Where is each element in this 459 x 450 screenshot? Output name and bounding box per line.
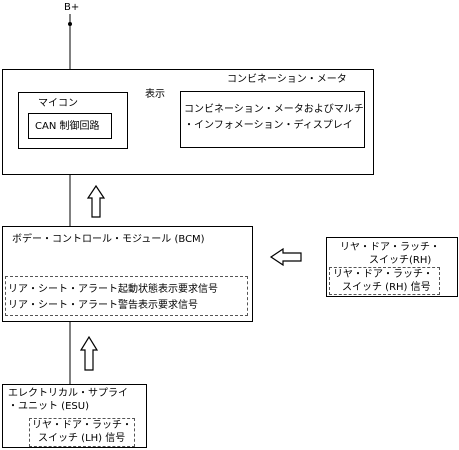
- power-label: B+: [64, 2, 80, 13]
- can-circuit-label: CAN 制御回路: [35, 121, 100, 132]
- lh-signal-line2: スイッチ (LH) 信号: [38, 433, 126, 444]
- rh-signal-line2: スイッチ (RH) 信号: [342, 282, 431, 293]
- up-arrow-to-meter: [86, 184, 106, 218]
- bcm-box: [2, 226, 253, 322]
- esu-label-line2: ・ユニット (ESU): [8, 401, 89, 412]
- left-arrow-to-bcm: [269, 247, 302, 267]
- display-label-line2: ・インフォメーション・ディスプレイ: [184, 120, 353, 131]
- up-arrow-to-bcm: [79, 335, 99, 371]
- bcm-signals-box: [5, 276, 248, 316]
- rh-latch-switch-line2: スイッチ(RH): [369, 255, 432, 266]
- bcm-signal-1: リア・シート・アラート起動状態表示要求信号: [8, 284, 218, 295]
- esu-box: [2, 384, 147, 448]
- lh-signal-line1: リヤ・ドア・ラッチ・: [32, 420, 132, 431]
- bcm-title: ボデー・コントロール・モジュール (BCM): [12, 234, 205, 245]
- display-arrow-label: 表示: [145, 89, 165, 100]
- rh-latch-switch-line1: リヤ・ドア・ラッチ・: [340, 242, 440, 253]
- display-label-line1: コンビネーション・メータおよびマルチ: [184, 104, 364, 115]
- display-box: [180, 91, 365, 148]
- bcm-signal-2: リア・シート・アラート警告表示要求信号: [8, 300, 198, 311]
- combination-meter-title: コンビネーション・メータ: [227, 74, 347, 85]
- lh-signal-box: [29, 418, 135, 447]
- micro-label: マイコン: [38, 98, 78, 109]
- esu-label-line1: エレクトリカル・サプライ: [8, 388, 128, 399]
- can-circuit-box: [28, 113, 112, 139]
- rh-signal-box: [329, 267, 440, 295]
- rh-signal-line1: リヤ・ドア・ラッチ・: [333, 269, 433, 280]
